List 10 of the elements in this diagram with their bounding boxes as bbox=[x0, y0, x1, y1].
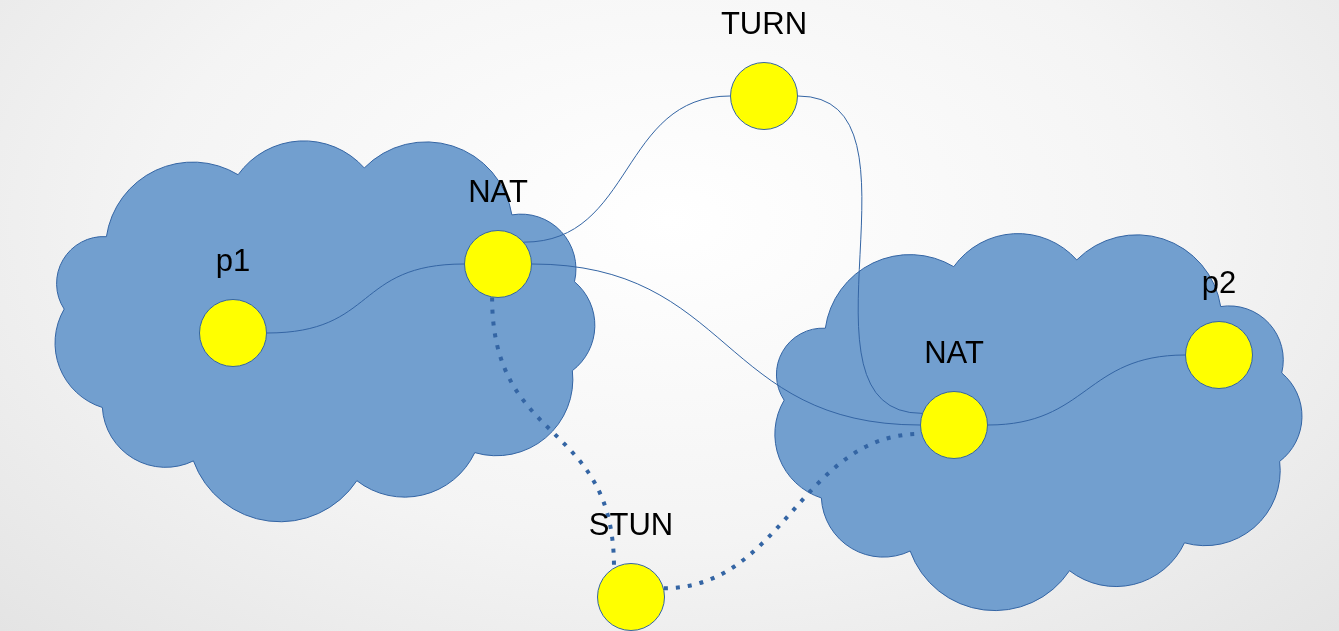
connector-line bbox=[987, 354, 1186, 426]
dotted-connector bbox=[490, 297, 616, 568]
node-label: TURN bbox=[720, 6, 808, 42]
connector-line bbox=[797, 95, 923, 414]
connector-line bbox=[523, 95, 731, 243]
node-label: STUN bbox=[588, 507, 674, 543]
connector-line bbox=[266, 263, 465, 334]
connector-line bbox=[531, 263, 921, 426]
node-label: NAT bbox=[924, 335, 984, 371]
node-label: p1 bbox=[215, 243, 251, 279]
